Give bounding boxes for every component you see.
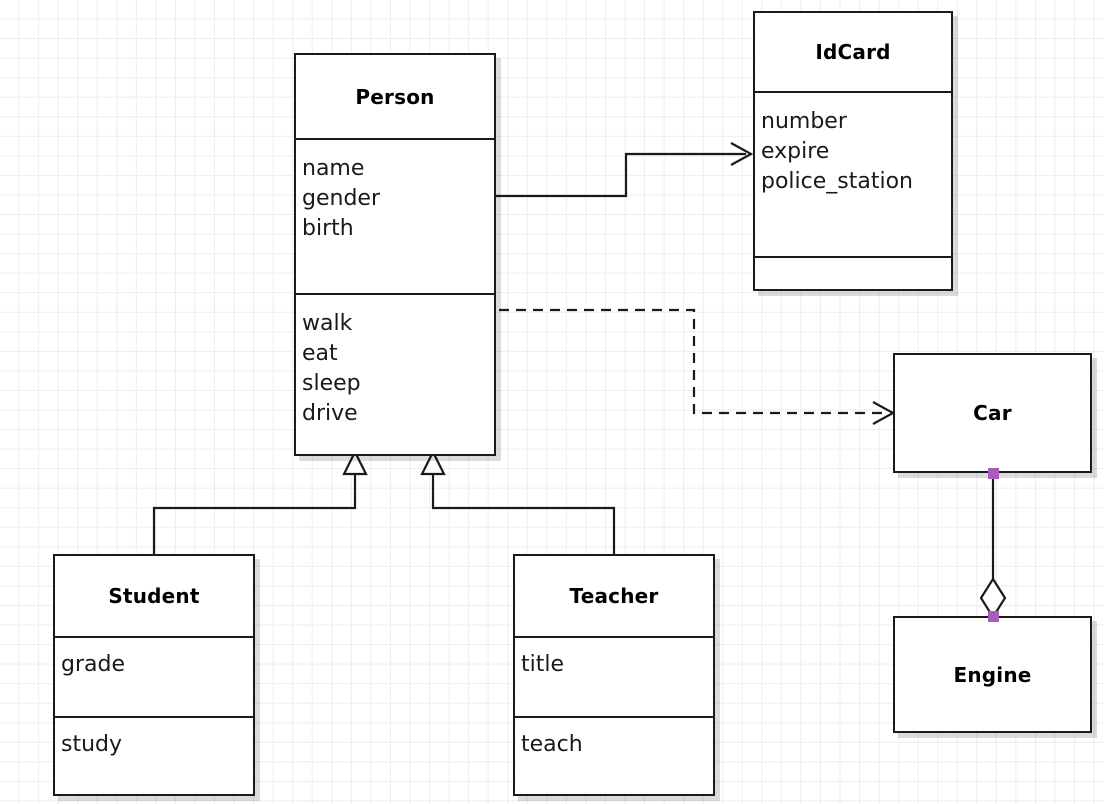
edge-person-idcard[interactable]: [496, 152, 746, 198]
attribute-item: title: [521, 652, 565, 677]
attribute-item: number: [761, 109, 847, 134]
class-name-engine: Engine: [953, 662, 1032, 687]
class-name-idcard: IdCard: [815, 40, 891, 64]
edge-student-person[interactable]: [152, 474, 357, 554]
class-box-engine[interactable]: Engine: [893, 616, 1092, 733]
attribute-item: police_station: [761, 169, 913, 194]
class-box-person[interactable]: Person name gender birth walk eat sleep …: [294, 53, 496, 456]
class-methods-person: walk eat sleep drive: [296, 293, 494, 454]
attribute-item: grade: [61, 652, 125, 677]
edge-teacher-person[interactable]: [431, 474, 616, 554]
attribute-item: birth: [302, 216, 354, 241]
class-box-idcard[interactable]: IdCard number expire police_station: [753, 11, 953, 291]
class-methods-idcard: [755, 256, 951, 289]
class-name-student: Student: [108, 584, 200, 608]
class-box-car[interactable]: Car: [893, 353, 1092, 473]
class-name-teacher: Teacher: [569, 584, 659, 608]
edge-person-car[interactable]: [499, 308, 886, 415]
method-item: study: [61, 732, 123, 757]
method-item: teach: [521, 732, 583, 757]
attribute-item: gender: [302, 186, 380, 211]
arrowhead-open-car: [872, 401, 896, 425]
class-attributes-teacher: title: [515, 636, 713, 716]
method-item: walk: [302, 311, 353, 336]
method-item: sleep: [302, 371, 361, 396]
class-methods-student: study: [55, 716, 253, 794]
arrowhead-open-idcard: [730, 142, 754, 166]
connector-handle-engine[interactable]: [988, 611, 999, 622]
class-attributes-idcard: number expire police_station: [755, 91, 951, 256]
class-methods-teacher: teach: [515, 716, 713, 794]
attribute-item: name: [302, 156, 365, 181]
method-item: eat: [302, 341, 338, 366]
class-name-person: Person: [355, 84, 435, 109]
class-attributes-person: name gender birth: [296, 138, 494, 293]
attribute-item: expire: [761, 139, 830, 164]
method-item: drive: [302, 401, 358, 426]
connector-handle-car[interactable]: [988, 468, 999, 479]
class-attributes-student: grade: [55, 636, 253, 716]
class-box-student[interactable]: Student grade study: [53, 554, 255, 796]
class-name-car: Car: [973, 401, 1012, 425]
class-box-teacher[interactable]: Teacher title teach: [513, 554, 715, 796]
